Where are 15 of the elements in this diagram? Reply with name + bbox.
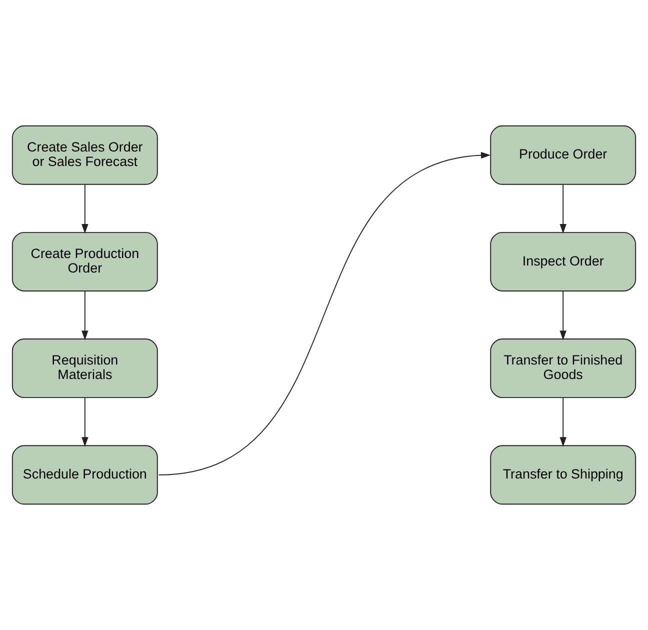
node-box: Transfer to Finished Goods (490, 338, 636, 398)
arrow (560, 290, 566, 340)
node-box: Produce Order (490, 125, 636, 185)
arrow (560, 397, 566, 447)
arrow (82, 184, 88, 234)
arrow (158, 152, 491, 476)
node-box: Create Production Order (12, 232, 158, 292)
node-box: Schedule Production (12, 445, 158, 505)
arrow (82, 397, 88, 447)
arrow (560, 184, 566, 234)
node-box: Transfer to Shipping (490, 445, 636, 505)
arrow (82, 290, 88, 340)
node-box: Requisition Materials (12, 338, 158, 398)
node-box: Inspect Order (490, 232, 636, 292)
node-box: Create Sales Order or Sales Forecast (12, 125, 158, 185)
